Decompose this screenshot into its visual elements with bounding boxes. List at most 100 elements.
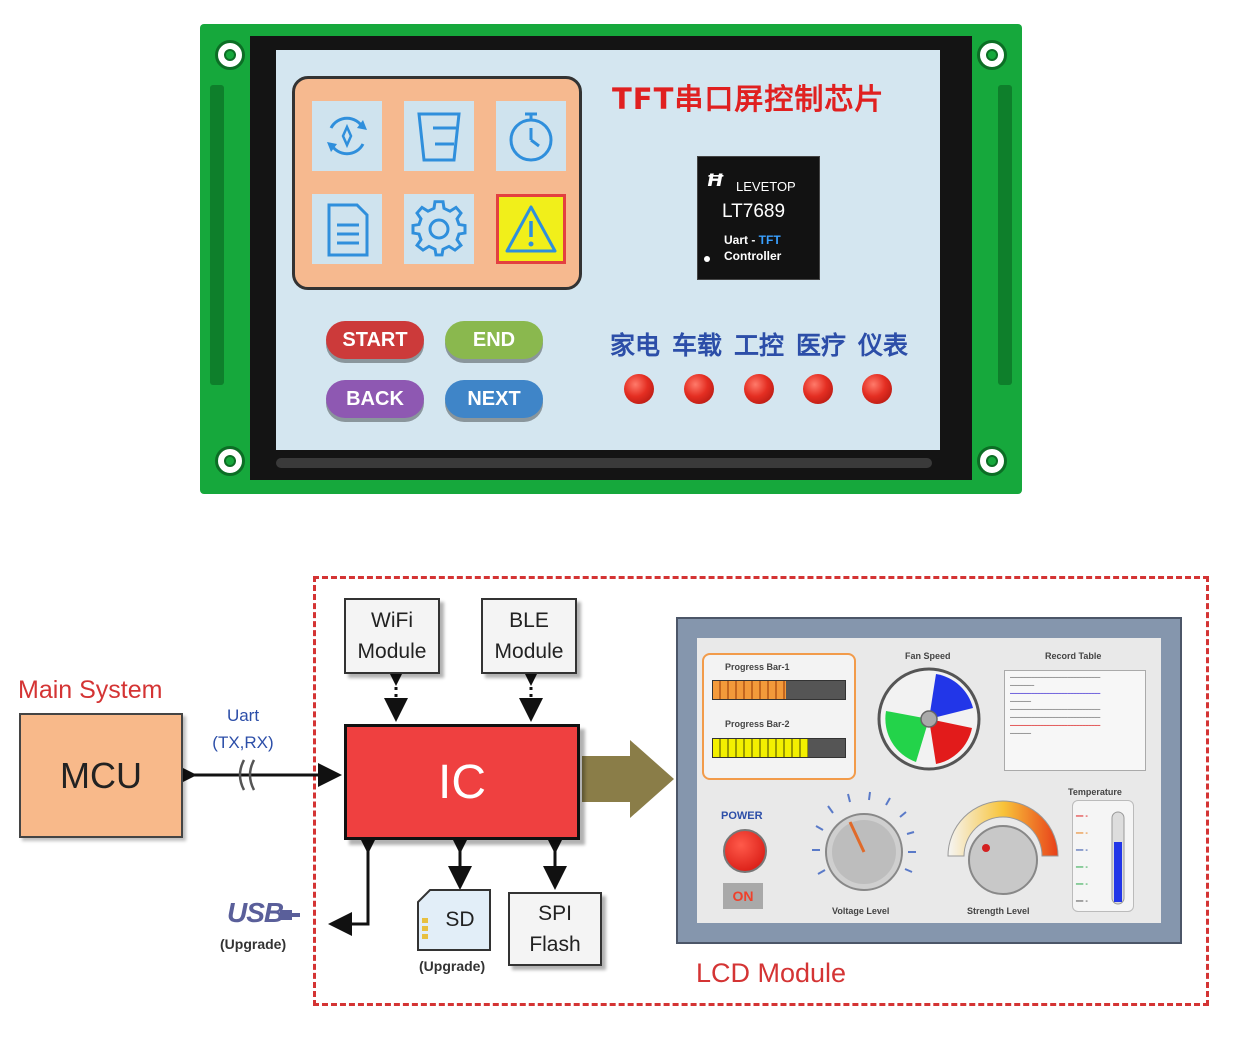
usb-plug-icon [280,910,300,920]
progress-bar-1 [712,680,846,700]
indicator-led[interactable] [624,374,654,404]
uart-label-line1: Uart [226,706,260,725]
fan-icon[interactable] [876,666,982,772]
indicator-led[interactable] [862,374,892,404]
ble-module-box: BLE Module [481,598,577,674]
category-label: 仪表 [857,331,908,360]
thermometer-scale-icon: ━━ - ━━ - ━━ - ━━ - ━━ - ━━ - [1075,811,1125,905]
uart-label: Uart (TX,RX) [211,702,275,756]
wifi-module-box: WiFi Module [344,598,440,674]
uart-break-icon [238,759,256,791]
category-label: 车载 [671,331,722,360]
start-button[interactable]: START [326,321,424,359]
sd-upgrade-label: (Upgrade) [419,958,486,974]
chip-model: LT7689 [722,201,786,222]
sd-card-icon [417,889,491,951]
record-row: ━━━━━━━━━━━━━━━━━━━━━━━━━━━━━━ [1010,707,1101,713]
spi-flash-box: SPI Flash [508,892,602,966]
cup-icon [417,112,461,162]
lcd-module-label: LCD Module [696,958,847,988]
cup-tile[interactable] [404,101,474,171]
progress-bar-1-label: Progress Bar-1 [725,662,790,672]
svg-text:━━ -: ━━ - [1075,864,1088,871]
next-button[interactable]: NEXT [445,380,543,418]
screen-title: TFT串口屏控制芯片 [612,82,885,116]
progress-bar-1-fill [713,681,786,699]
chip-brand: LEVETOP [736,179,796,194]
chip-tft-text: TFT [758,233,781,247]
on-button[interactable]: ON [723,883,763,909]
svg-text:━━ -: ━━ - [1075,881,1088,888]
usb-link [328,830,380,936]
voltage-knob-icon[interactable] [800,786,930,906]
wifi-line1: WiFi [371,609,413,632]
progress-bar-2-fill [713,739,809,757]
progress-bar-2 [712,738,846,758]
mount-hole-icon [977,40,1007,70]
ic-label: IC [438,755,486,809]
uart-label-line2: (TX,RX) [212,733,274,752]
lt7689-chip: ꟸ LEVETOP LT7689 Uart - TFT Controller [697,156,820,280]
spi-line1: SPI [538,902,572,925]
power-label: POWER [721,810,763,822]
mcu-box: MCU [19,713,183,838]
spi-line2: Flash [529,933,581,956]
voltage-level-label: Voltage Level [832,906,890,916]
progress-bar-2-label: Progress Bar-2 [725,719,790,729]
document-icon [327,203,369,257]
indicator-led[interactable] [744,374,774,404]
record-row: ━━━━━━━━━━━━━━━━━━━━━━━━━━━━━━ [1010,715,1101,721]
system-boundary [313,576,1209,1006]
strength-level-label: Strength Level [967,906,1030,916]
pcb-slot-left [210,85,224,385]
back-button[interactable]: BACK [326,380,424,418]
bezel-strip [276,458,932,468]
chip-uart-text: Uart - [724,233,759,247]
mount-hole-icon [215,446,245,476]
category-label: 家电 [609,331,660,360]
ble-line2: Module [494,640,564,663]
ic-box: IC [344,724,580,840]
output-arrow-icon [582,740,674,818]
record-row: ━━━━━━━━━━━━━━━━━━━━━━━━━━━━━━ [1010,691,1101,697]
warning-tile[interactable] [496,194,566,264]
fan-speed-label: Fan Speed [905,651,951,661]
wifi-line2: Module [357,640,427,663]
gear-tile[interactable] [404,194,474,264]
refresh-tile[interactable] [312,101,382,171]
record-row: ━━━━━━━ [1010,731,1032,737]
ble-line1: BLE [509,609,549,632]
document-tile[interactable] [312,194,382,264]
chip-controller: Controller [724,249,782,263]
svg-text:━━ -: ━━ - [1075,813,1088,820]
end-button[interactable]: END [445,321,543,359]
indicator-led[interactable] [684,374,714,404]
mount-hole-icon [977,446,1007,476]
timer-icon [509,112,553,162]
progress-panel [702,653,856,780]
record-table: ━━━━━━━━━━━━━━━━━━━━━━━━━━━━━━ ━━━━━━━━ … [1004,670,1146,771]
refresh-icon [327,116,367,156]
power-button[interactable] [723,829,767,873]
timer-tile[interactable] [496,101,566,171]
category-label: 医疗 [795,331,846,360]
warning-icon [505,205,557,253]
category-label: 工控 [733,331,784,360]
indicator-led[interactable] [803,374,833,404]
svg-text:━━ -: ━━ - [1075,847,1088,854]
strength-gauge-icon[interactable] [942,796,1064,906]
mount-hole-icon [215,40,245,70]
usb-logo-icon: USB [227,897,284,928]
sd-label: SD [445,908,475,931]
record-row: ━━━━━━━━━━━━━━━━━━━━━━━━━━━━━━ [1010,675,1101,681]
svg-text:━━ -: ━━ - [1075,898,1088,905]
chip-uart-line: Uart - TFT [724,233,781,247]
pcb-slot-right [998,85,1012,385]
record-table-label: Record Table [1045,651,1102,661]
main-system-label: Main System [18,676,163,704]
svg-text:━━ -: ━━ - [1075,830,1088,837]
record-row: ━━━━━━━━━━━━━━━━━━━━━━━━━━━━━━ [1010,723,1101,729]
record-row: ━━━━━━━ [1010,699,1032,705]
record-row: ━━━━━━━━ [1010,683,1035,689]
